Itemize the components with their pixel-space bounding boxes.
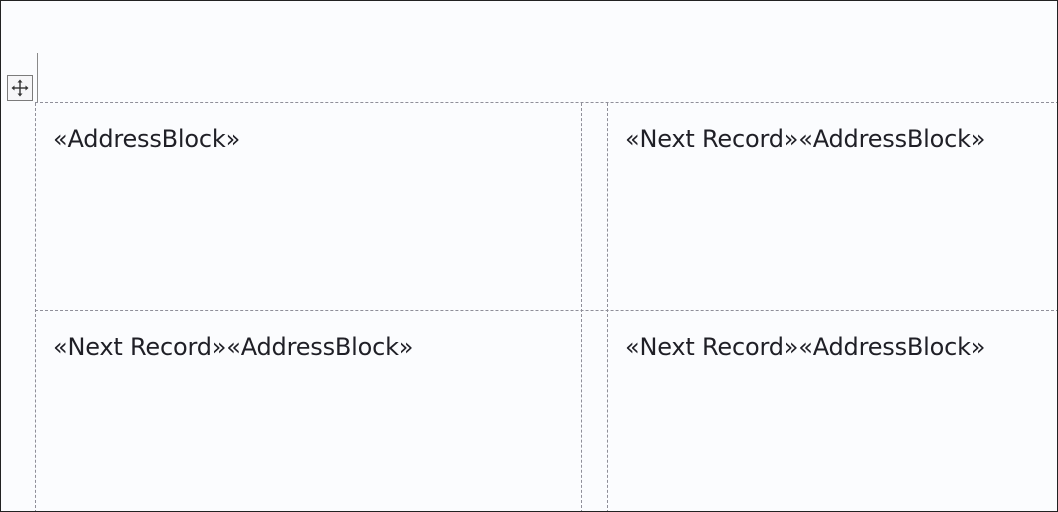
- table-gridline-center-right: [607, 103, 608, 511]
- table-gridline-center-left: [581, 103, 582, 511]
- label-cell[interactable]: «Next Record»«AddressBlock»: [608, 103, 1057, 310]
- label-cell[interactable]: «Next Record»«AddressBlock»: [608, 311, 1057, 511]
- merge-field-text[interactable]: «Next Record»«AddressBlock»: [625, 125, 986, 153]
- merge-field-text[interactable]: «AddressBlock»: [53, 125, 241, 153]
- table-gridline-top: [35, 102, 1057, 103]
- merge-field-text[interactable]: «Next Record»«AddressBlock»: [625, 333, 986, 361]
- table-move-handle[interactable]: [7, 75, 33, 101]
- table-gridline-middle: [35, 310, 1057, 311]
- move-arrows-icon: [11, 79, 29, 97]
- merge-field-text[interactable]: «Next Record»«AddressBlock»: [53, 333, 414, 361]
- label-cell[interactable]: «AddressBlock»: [36, 103, 581, 310]
- label-cell[interactable]: «Next Record»«AddressBlock»: [36, 311, 581, 511]
- margin-marker: [37, 53, 38, 103]
- table-gridline-left: [35, 103, 36, 511]
